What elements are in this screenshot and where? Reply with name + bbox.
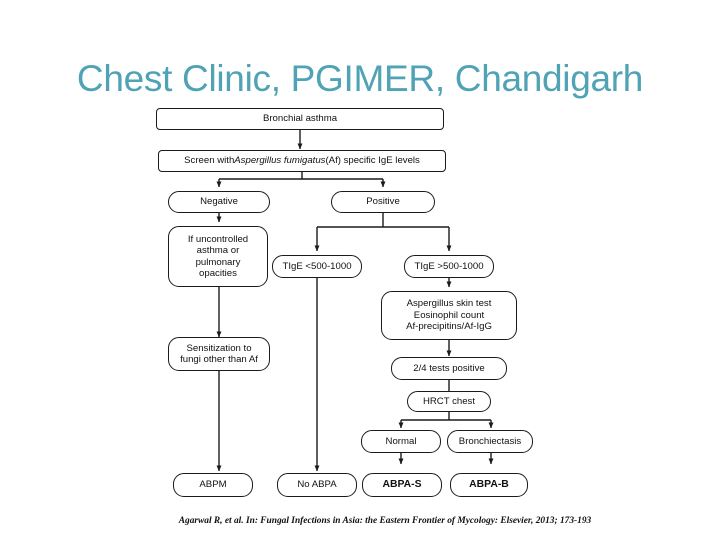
node-abpa-s: ABPA-S <box>362 473 442 497</box>
node-screen-ige: Screen with Aspergillus fumigatus (Af) s… <box>158 150 446 172</box>
node-bronchiectasis: Bronchiectasis <box>447 430 533 453</box>
node-tige-low: TIgE <500-1000 <box>272 255 362 278</box>
node-normal: Normal <box>361 430 441 453</box>
page-title: Chest Clinic, PGIMER, Chandigarh <box>76 58 644 99</box>
node-negative: Negative <box>168 191 270 213</box>
abpa-diagnostic-flowchart: Bronchial asthma Screen with Aspergillus… <box>0 108 720 498</box>
node-tests-panel: Aspergillus skin test Eosinophil count A… <box>381 291 517 340</box>
node-positive: Positive <box>331 191 435 213</box>
node-abpm: ABPM <box>173 473 253 497</box>
screen-text-prefix: Screen with <box>184 155 235 167</box>
node-sensitization: Sensitization to fungi other than Af <box>168 337 270 371</box>
citation-text: Agarwal R, et al. In: Fungal Infections … <box>178 516 592 526</box>
node-no-abpa: No ABPA <box>277 473 357 497</box>
node-tige-high: TIgE >500-1000 <box>404 255 494 278</box>
node-hrct-chest: HRCT chest <box>407 391 491 412</box>
flowchart-connectors <box>216 130 494 472</box>
node-abpa-b: ABPA-B <box>450 473 528 497</box>
node-uncontrolled-asthma: If uncontrolled asthma or pulmonary opac… <box>168 226 268 287</box>
screen-text-suffix: (Af) specific IgE levels <box>325 155 420 167</box>
node-two-of-four: 2/4 tests positive <box>391 357 507 380</box>
screen-text-italic: Aspergillus fumigatus <box>234 155 326 167</box>
node-bronchial-asthma: Bronchial asthma <box>156 108 444 130</box>
